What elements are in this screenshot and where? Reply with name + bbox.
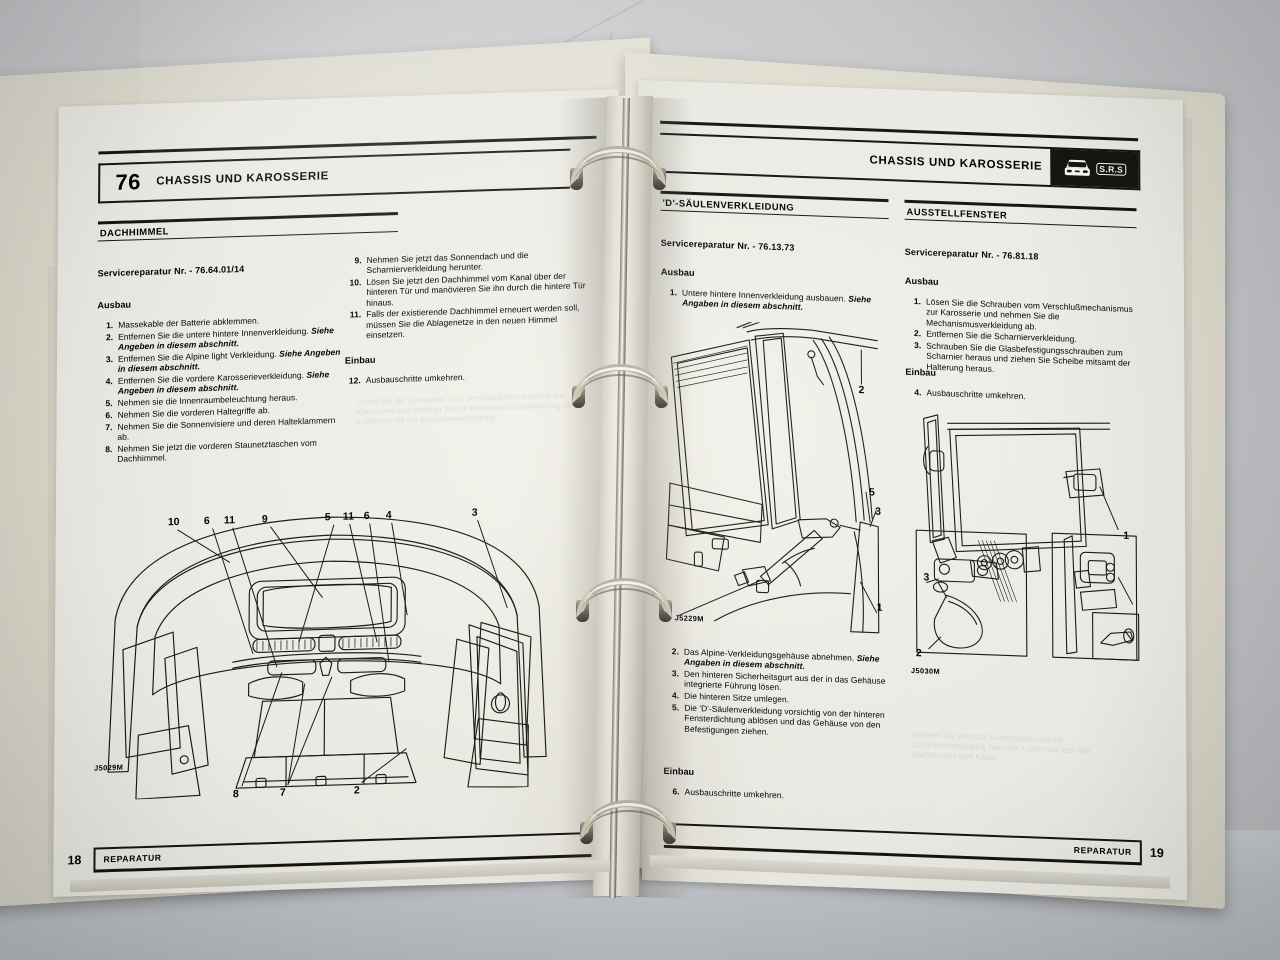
figure-callout: 11 — [342, 510, 354, 523]
step-number: 4. — [914, 387, 922, 398]
bleed-through-text: Nehmen Sie jetzt das Sonnendach und die … — [911, 729, 1091, 763]
srs-label: S.R.S — [1095, 162, 1127, 177]
removal-heading: Ausbau — [97, 299, 132, 311]
figure-code: J5029M — [94, 762, 124, 773]
step-item: 6.Ausbauschritte umkehren. — [664, 786, 892, 805]
step-number: 11. — [349, 309, 362, 321]
figure-callout: 3 — [875, 505, 881, 518]
page-header-left: 76 CHASSIS UND KAROSSERIE — [98, 148, 571, 204]
step-text: Nehmen Sie jetzt das Sonnendach und die … — [366, 249, 529, 276]
step-number: 4. — [105, 375, 113, 387]
footer-label: REPARATUR — [1073, 845, 1132, 858]
figure-callout: 4 — [385, 509, 392, 522]
section-ausstellfenster-heading: AUSSTELLFENSTER — [904, 199, 1137, 229]
step-item: 4. Ausbauschritte umkehren. — [905, 387, 1137, 406]
steps-list-b-removal: 1.Lösen Sie die Schrauben vom Verschlußm… — [905, 296, 1137, 381]
step-text: Ausbauschritte umkehren. — [684, 786, 784, 801]
binder-ring — [576, 578, 672, 622]
figure-callout: 3 — [923, 571, 930, 584]
figure-callout: 1 — [876, 601, 883, 614]
step-text: Nehmen Sie jetzt die vorderen Staunetzta… — [117, 437, 317, 464]
figure-callout: 8 — [232, 788, 239, 801]
page-right: CHASSIS UND KAROSSERIE S.R.S 'D'-SÄULENV… — [637, 79, 1188, 901]
step-text: Lösen Sie jetzt den Dachhimmel vom Kanal… — [366, 270, 586, 308]
step-number: 3. — [105, 353, 114, 365]
step-number: 1. — [913, 296, 922, 307]
figure-callout: 1 — [1123, 529, 1130, 542]
section-d-saeulenverkleidung-heading: 'D'-SÄULENVERKLEIDUNG — [660, 190, 889, 220]
page-title: CHASSIS UND KAROSSERIE — [156, 170, 330, 188]
bleed-through-text: Lösen Sie die Schrauben vom Verschlußmec… — [356, 390, 575, 427]
figure-callout: 11 — [223, 514, 235, 527]
step-number: 5. — [105, 398, 113, 409]
removal-heading: Ausbau — [904, 275, 939, 287]
step-text: Lösen Sie die Schrauben vom Verschlußmec… — [925, 296, 1133, 332]
ring-binder: 76 CHASSIS UND KAROSSERIE DACHHIMMEL Ser… — [0, 37, 1262, 909]
step-number: 6. — [105, 409, 113, 421]
step-number: 2. — [105, 331, 114, 343]
chapter-number: 76 — [115, 169, 142, 195]
binder-ring — [572, 364, 668, 408]
step-number: 12. — [348, 375, 361, 386]
footer-page-number: 19 — [1149, 845, 1164, 861]
srs-badge: S.R.S — [1050, 149, 1139, 189]
steps-list-a-before-figure: 1.Untere hintere Innenverkleidung ausbau… — [661, 287, 889, 317]
steps-list-b-install: 4. Ausbauschritte umkehren. — [905, 387, 1137, 407]
footer-label: REPARATUR — [103, 852, 162, 865]
figure-callout: 6 — [203, 514, 210, 528]
step-number: 3. — [914, 340, 922, 351]
step-number: 8. — [105, 443, 113, 455]
section-dachhimmel-heading: DACHHIMMEL — [97, 212, 398, 242]
wall-mark — [564, 0, 646, 43]
step-number: 2. — [914, 328, 922, 339]
steps-list-a-after-figure: 2.Das Alpine-Verkleidungsgehäuse abnehme… — [663, 646, 891, 743]
figure-roof-lining — [76, 485, 578, 801]
figure-quarter-window — [904, 410, 1141, 667]
service-repair-number: Servicereparatur Nr. - 76.81.18 — [904, 246, 1039, 262]
steps-list-a-install: 6.Ausbauschritte umkehren. — [664, 786, 892, 806]
service-repair-number: Servicereparatur Nr. - 76.64.01/14 — [97, 263, 245, 279]
step-text: Schrauben Sie die Glasbefestigungsschrau… — [926, 340, 1131, 374]
step-item: 11. Falls der existierende Dachhimmel ern… — [345, 302, 595, 341]
figure-callout: 7 — [279, 786, 286, 799]
figure-d-pillar — [663, 319, 891, 637]
step-number: 10. — [349, 277, 362, 288]
step-number: 1. — [106, 319, 114, 331]
figure-callout: 9 — [261, 513, 268, 526]
step-item: 3. Schrauben Sie die Glasbefestigungsschr… — [905, 340, 1137, 379]
figure-callout: 10 — [167, 515, 180, 529]
binder-ring — [570, 146, 666, 190]
steps-list-removal-col2: 9. Nehmen Sie jetzt das Sonnendach und di… — [345, 248, 596, 343]
steps-list-removal-col1: 1.Massekable der Batterie abklemmen.2.En… — [96, 313, 347, 467]
figure-callout: 5 — [324, 511, 331, 524]
steps-list-install: 12. Ausbauschritte umkehren. — [345, 368, 595, 388]
step-item: 5.Die 'D'-Säulenverkleidung vorsichtig v… — [663, 702, 891, 741]
figure-callout: 2 — [858, 384, 865, 397]
figure-code: J5030M — [910, 665, 941, 677]
figure-callout: 5 — [868, 486, 875, 499]
step-text: Falls der existierende Dachhimmel erneue… — [366, 302, 580, 341]
step-number: 9. — [354, 255, 362, 266]
figure-callout: 6 — [363, 509, 370, 523]
page-left: 76 CHASSIS UND KAROSSERIE DACHHIMMEL Ser… — [53, 89, 619, 897]
step-text: Ausbauschritte umkehren. — [926, 387, 1026, 402]
install-heading: Einbau — [344, 354, 376, 366]
step-text: Ausbauschritte umkehren. — [365, 371, 466, 386]
figure-callout: 2 — [353, 784, 360, 797]
car-front-icon — [1064, 159, 1090, 176]
install-heading: Einbau — [905, 366, 937, 378]
figure-callout: 2 — [915, 647, 922, 660]
step-text: Die 'D'-Säulenverkleidung vorsichtig von… — [684, 702, 885, 737]
step-item: 1.Untere hintere Innenverkleidung ausbau… — [661, 287, 889, 316]
binder-ring — [580, 800, 676, 844]
step-item: 12. Ausbauschritte umkehren. — [345, 368, 595, 386]
step-number: 7. — [105, 421, 113, 432]
footer-page-number: 18 — [67, 853, 82, 868]
figure-callout: 3 — [471, 506, 478, 519]
page-header-right: CHASSIS UND KAROSSERIE S.R.S — [660, 132, 1141, 191]
page-title: CHASSIS UND KAROSSERIE — [869, 154, 1043, 173]
